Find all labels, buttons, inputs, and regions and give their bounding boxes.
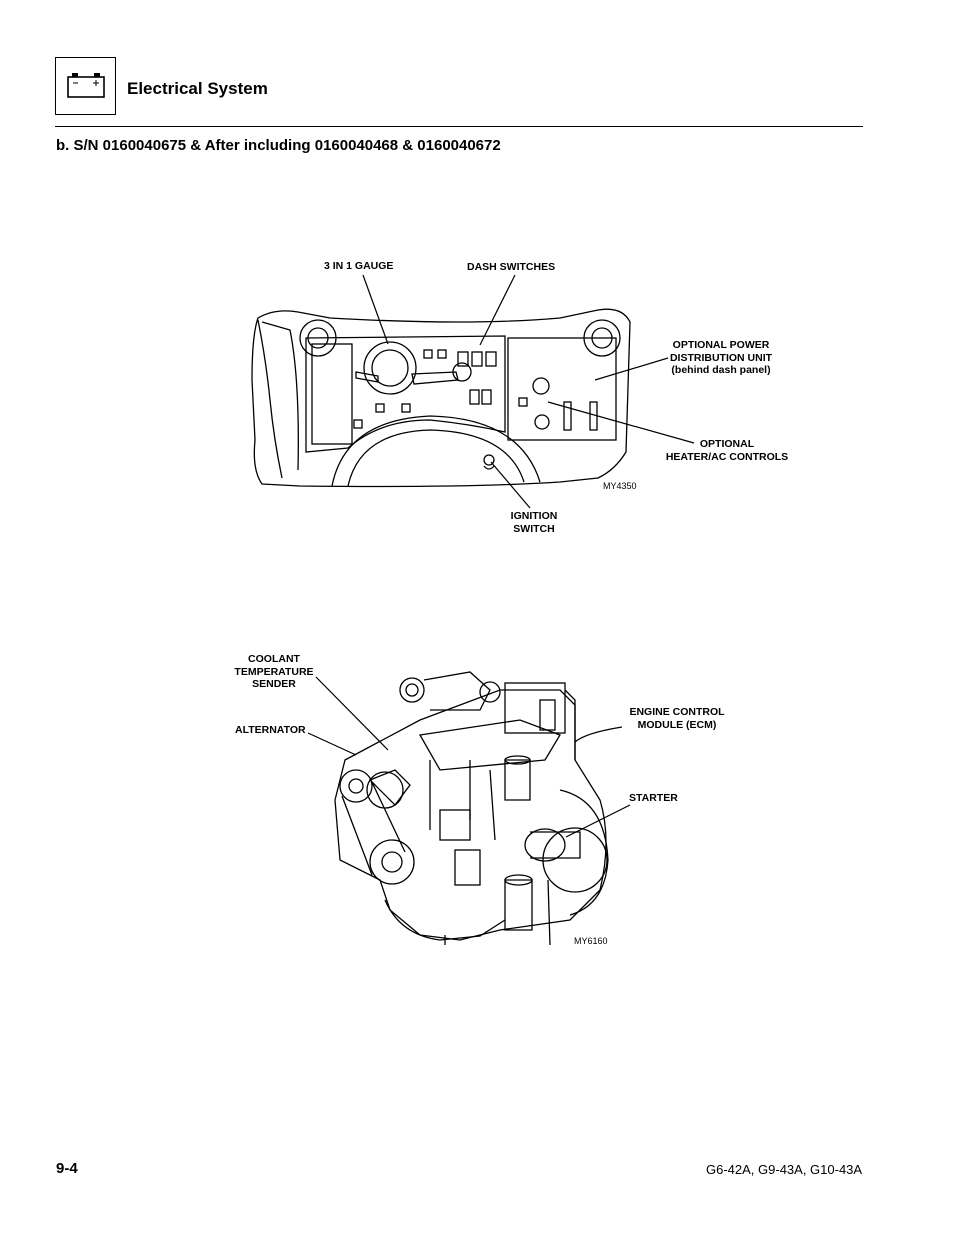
callout-pdu-line1: OPTIONAL POWER <box>672 339 770 351</box>
callout-coolant-temperature-sender: COOLANT TEMPERATURE SENDER <box>232 653 316 691</box>
header-rule <box>55 126 863 127</box>
callout-heater-line2: HEATER/AC CONTROLS <box>665 450 789 463</box>
section-title: Electrical System <box>127 79 268 98</box>
page-number: 9-4 <box>56 1160 78 1177</box>
callout-coolant-line3: SENDER <box>252 678 296 690</box>
figure-id-dash: MY4350 <box>603 481 637 491</box>
callout-dash-switches: DASH SWITCHES <box>467 261 556 273</box>
dash-panel-illustration <box>251 308 631 488</box>
callout-heater-ac-controls: OPTIONAL HEATER/AC CONTROLS <box>663 438 791 463</box>
callout-ecm-line2: MODULE (ECM) <box>637 718 717 731</box>
callout-ignition-switch: IGNITION SWITCH <box>505 510 563 535</box>
battery-icon <box>67 73 105 98</box>
callout-starter: STARTER <box>629 792 678 804</box>
callout-alternator: ALTERNATOR <box>235 724 306 736</box>
callout-engine-control-module: ENGINE CONTROL MODULE (ECM) <box>624 706 730 731</box>
model-numbers: G6-42A, G9-43A, G10-43A <box>706 1162 863 1177</box>
engine-illustration <box>334 671 609 945</box>
callout-pdu-line2: DISTRIBUTION UNIT <box>669 351 773 364</box>
callout-power-distribution-unit: OPTIONAL POWER DISTRIBUTION UNIT (behind… <box>664 339 778 377</box>
callout-coolant-line1: COOLANT <box>248 653 300 665</box>
callout-pdu-line3: (behind dash panel) <box>671 364 771 376</box>
subheading: b. S/N 0160040675 & After including 0160… <box>56 137 501 154</box>
section-icon-box <box>55 57 116 115</box>
callout-ignition-line2: SWITCH <box>513 522 555 535</box>
callout-coolant-line2: TEMPERATURE <box>234 665 314 678</box>
callout-ignition-line1: IGNITION <box>510 510 558 522</box>
figure-id-engine: MY6160 <box>574 936 608 946</box>
callout-ecm-line1: ENGINE CONTROL <box>629 706 725 718</box>
callout-3-in-1-gauge: 3 IN 1 GAUGE <box>324 260 394 272</box>
callout-heater-line1: OPTIONAL <box>699 438 755 450</box>
